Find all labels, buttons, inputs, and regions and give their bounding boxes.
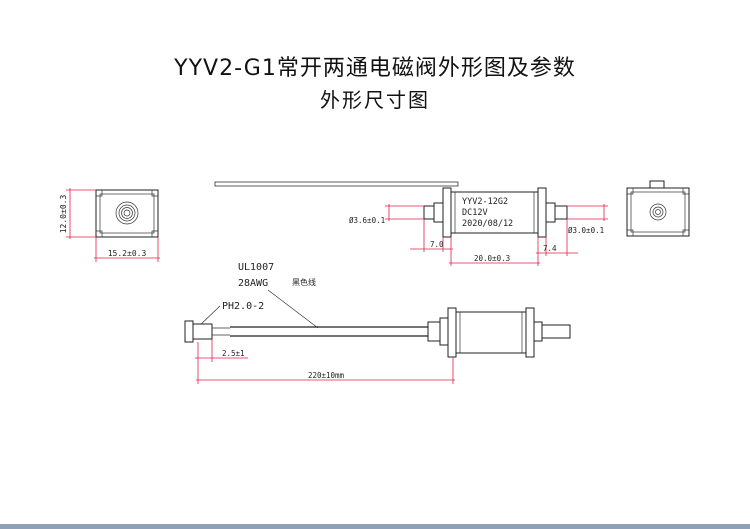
- end-view-right: [626, 180, 690, 237]
- port-left: [423, 205, 435, 220]
- wire-spec-2: 28AWG: [238, 278, 268, 289]
- connector-label: PH2.0-2: [222, 301, 264, 312]
- port-right-diameter-label: Ø3.0±0.1: [568, 226, 604, 235]
- total-length-label: 220±10mm: [308, 371, 345, 380]
- footer-bar: [0, 524, 750, 529]
- wire-view: UL1007 28AWG 黑色线 PH2.0-2 2.5±1 220±10mm: [184, 262, 571, 384]
- height-dimension-label: 12.0±0.3: [59, 195, 68, 234]
- connector-housing: [192, 323, 213, 340]
- valve-body: [450, 191, 539, 234]
- end-view-left: 12.0±0.3 15.2±0.3: [59, 188, 160, 262]
- page-title: YYV2-G1常开两通电磁阀外形图及参数: [174, 56, 576, 81]
- wire-spec-1: UL1007: [238, 262, 274, 273]
- page-subtitle: 外形尺寸图: [320, 88, 430, 112]
- port-left-diameter-label: Ø3.6±0.1: [349, 216, 385, 225]
- port-right: [554, 205, 568, 220]
- body-length-label: 20.0±0.3: [474, 254, 510, 263]
- port-left-length-label: 7.0: [430, 240, 444, 249]
- wire-color-label: 黑色线: [292, 277, 316, 287]
- label-line-1: YYV2-12G2: [462, 197, 508, 207]
- end-view-body: [95, 189, 159, 238]
- width-dimension-label: 15.2±0.3: [108, 249, 147, 258]
- mounting-plate: [214, 181, 459, 187]
- label-line-3: 2020/08/12: [462, 219, 513, 229]
- port-circle-outer: [115, 201, 139, 225]
- label-line-2: DC12V: [462, 208, 488, 218]
- port-right-length-label: 7.4: [543, 244, 557, 253]
- end-view-right-body: [626, 187, 690, 237]
- side-view: YYV2-12G2 DC12V 2020/08/12 Ø3.6±0.1 Ø3.0…: [214, 181, 608, 266]
- strip-length-label: 2.5±1: [222, 349, 245, 358]
- valve-body-wire: [455, 311, 527, 354]
